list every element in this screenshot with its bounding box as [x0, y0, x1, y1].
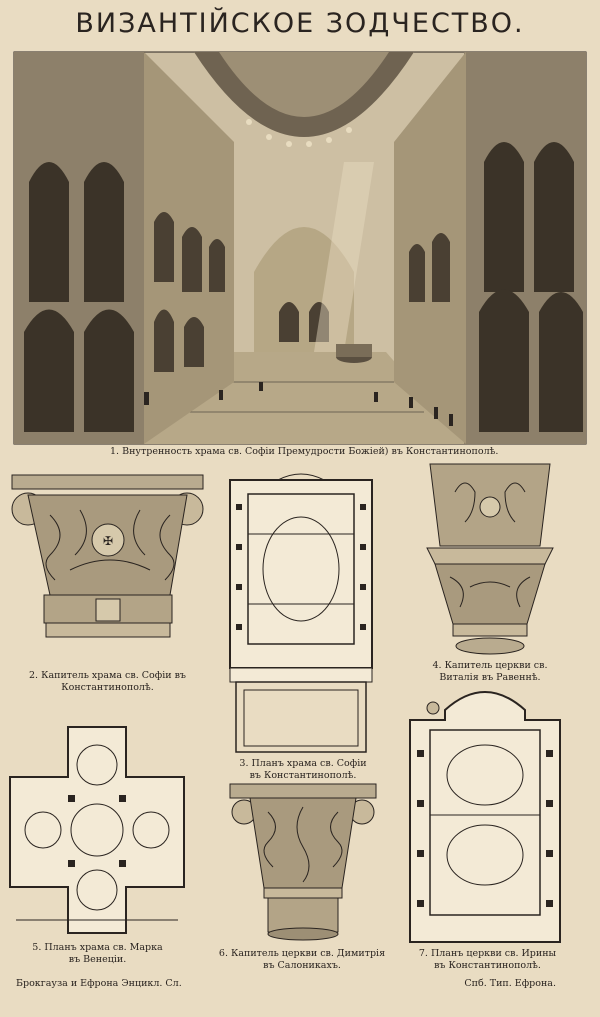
marco-plan-drawing [9, 726, 185, 934]
fig5-caption: 5. Планъ храма св. Марка въ Венеціи. [5, 942, 190, 966]
fig6-caption-line1: 6. Капитель церкви св. Димитрія [218, 948, 386, 959]
fig7-caption: 7. Планъ церкви св. Ирины въ Константино… [400, 948, 575, 972]
fig1-caption: 1. Внутренность храма св. Софіи Премудро… [110, 446, 499, 457]
fig2-caption-line1: 2. Капитель храма св. Софіи въ [29, 670, 186, 681]
sophia-capital-drawing: ✠ [11, 474, 204, 638]
fig5-caption-line1: 5. Планъ храма св. Марка [32, 942, 163, 953]
fig5-caption-line2: въ Венеціи. [68, 954, 127, 965]
fig6-caption-line2: въ Салоникахъ. [263, 960, 341, 971]
footer-publisher: Брокгауза и Ефрона Энцикл. Сл. [16, 978, 182, 989]
fig2-caption-line2: Константинополѣ. [61, 682, 154, 693]
fig2-caption: 2. Капитель храма св. Софіи въ Константи… [5, 670, 210, 694]
fig7-caption-line2: въ Константинополѣ. [434, 960, 541, 971]
page-title: ВИЗАНТІЙСКОЕ ЗОДЧЕСТВО. [75, 8, 525, 39]
irene-plan-drawing [409, 691, 561, 943]
fig4-caption: 4. Капитель церкви св. Виталія въ Равенн… [400, 660, 580, 684]
demetrius-capital-drawing [229, 783, 377, 941]
fig3-caption-line1: 3. Планъ храма св. Софіи [239, 758, 367, 769]
interior-engraving [13, 51, 587, 445]
fig6-caption: 6. Капитель церкви св. Димитрія въ Салон… [212, 948, 392, 972]
fig7-caption-line1: 7. Планъ церкви св. Ирины [418, 948, 557, 959]
vitale-capital-drawing [426, 463, 554, 655]
sophia-plan-drawing [229, 473, 373, 753]
footer-printer: Спб. Тип. Ефрона. [464, 978, 556, 989]
fig4-caption-line1: 4. Капитель церкви св. [432, 660, 548, 671]
fig4-caption-line2: Виталія въ Равеннѣ. [439, 672, 541, 683]
svg-text:✠: ✠ [103, 534, 113, 548]
fig3-caption-line2: въ Константинополѣ. [249, 770, 357, 781]
fig3-caption: 3. Планъ храма св. Софіи въ Константиноп… [218, 758, 388, 782]
